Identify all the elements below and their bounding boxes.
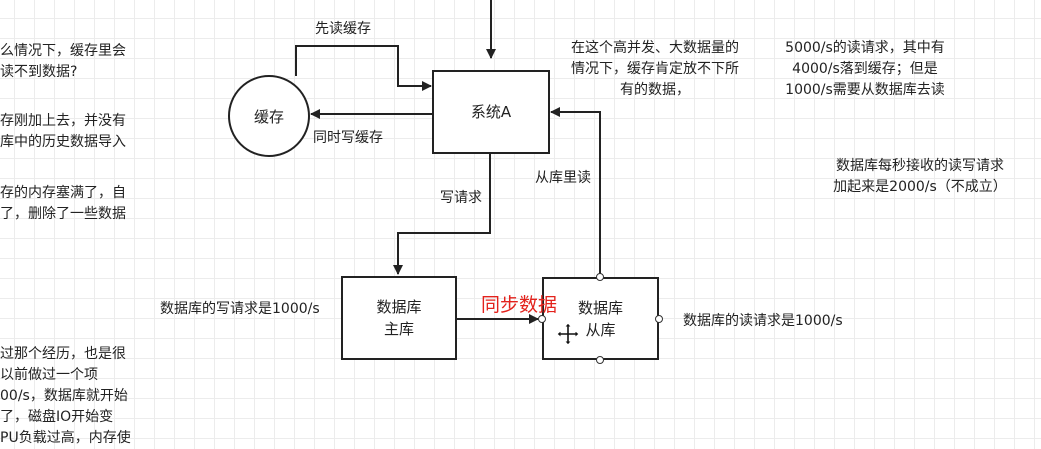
cache-node-label: 缓存 xyxy=(253,107,284,126)
left-note-3-line: 存的内存塞满了，自 xyxy=(0,185,126,201)
left-note-2-line: 库中的历史数据导入 xyxy=(0,134,126,150)
db-slave-label: 数据库 xyxy=(577,298,623,317)
edge-label-write-cache: 同时写缓存 xyxy=(313,130,383,146)
connector-layer xyxy=(295,0,601,324)
move-cursor-icon xyxy=(556,322,580,346)
edge-label-sync-data: 同步数据 xyxy=(481,294,558,316)
left-note-4-line: 了，磁盘IO开始变 xyxy=(0,409,114,425)
left-note-2-line: 存刚加上去，并没有 xyxy=(0,113,126,129)
left-note-4-line: PU负载过高，内存使 xyxy=(0,430,131,446)
annotation-db-total: 数据库每秒接收的读写请求 加起来是2000/s（不成立） xyxy=(820,156,1020,198)
db-master-node[interactable]: 数据库 主库 xyxy=(341,276,457,360)
resize-handle-right[interactable] xyxy=(655,315,663,323)
annotation-line: 5000/s的读请求，其中有 xyxy=(785,40,945,56)
resize-handle-bottom[interactable] xyxy=(596,356,604,364)
left-note-3-line: 了，删除了一些数据 xyxy=(0,206,126,222)
left-note-1-line: 读不到数据? xyxy=(0,64,78,80)
left-note-3: 存的内存塞满了，自 了，删除了一些数据 xyxy=(0,183,126,225)
left-note-4-line: 00/s，数据库就开始 xyxy=(0,388,128,404)
left-note-2: 存刚加上去，并没有 库中的历史数据导入 xyxy=(0,111,126,153)
annotation-line: 数据库每秒接收的读写请求 xyxy=(836,158,1004,174)
db-master-label: 数据库 xyxy=(376,298,422,316)
cache-node[interactable]: 缓存 xyxy=(228,75,310,157)
left-note-4-line: 以前做过一个项 xyxy=(0,367,98,383)
read-from-slave-arrow xyxy=(550,107,601,276)
db-master-label: 主库 xyxy=(383,320,414,338)
write-request-arrow xyxy=(393,153,491,275)
system-a-node[interactable]: 系统A xyxy=(432,70,550,154)
left-note-1: 么情况下，缓存里会 读不到数据? xyxy=(0,41,126,83)
annotation-line: 情况下，缓存肯定放不下所 xyxy=(571,61,739,77)
edge-label-write-request: 写请求 xyxy=(440,190,482,206)
annotation-high-concurrency: 在这个高并发、大数据量的 情况下，缓存肯定放不下所 有的数据， xyxy=(560,38,750,101)
annotation-master-write-rate: 数据库的写请求是1000/s xyxy=(160,301,320,317)
resize-handle-left[interactable] xyxy=(538,315,546,323)
annotation-slave-read-rate: 数据库的读请求是1000/s xyxy=(683,313,843,329)
left-note-4-line: 过那个经历，也是很 xyxy=(0,346,126,362)
annotation-line: 加起来是2000/s（不成立） xyxy=(833,179,1007,195)
edge-label-read-cache-first: 先读缓存 xyxy=(315,21,371,37)
edge-label-read-from-slave: 从库里读 xyxy=(535,170,591,186)
annotation-line: 在这个高并发、大数据量的 xyxy=(571,40,739,56)
system-a-label: 系统A xyxy=(470,103,512,121)
resize-handle-top[interactable] xyxy=(596,273,604,281)
annotation-read-requests: 5000/s的读请求，其中有 4000/s落到缓存；但是 1000/s需要从数据… xyxy=(770,38,960,101)
annotation-line: 4000/s落到缓存；但是 xyxy=(792,61,938,77)
left-note-1-line: 么情况下，缓存里会 xyxy=(0,43,126,59)
annotation-line: 有的数据， xyxy=(620,82,690,98)
db-slave-node[interactable]: 数据库 从库 xyxy=(542,277,659,360)
left-note-4: 过那个经历，也是很 以前做过一个项 00/s，数据库就开始 了，磁盘IO开始变 … xyxy=(0,344,131,449)
read-cache-first-arrow xyxy=(295,45,432,91)
annotation-line: 1000/s需要从数据库去读 xyxy=(785,82,945,98)
db-slave-label: 从库 xyxy=(585,320,616,339)
